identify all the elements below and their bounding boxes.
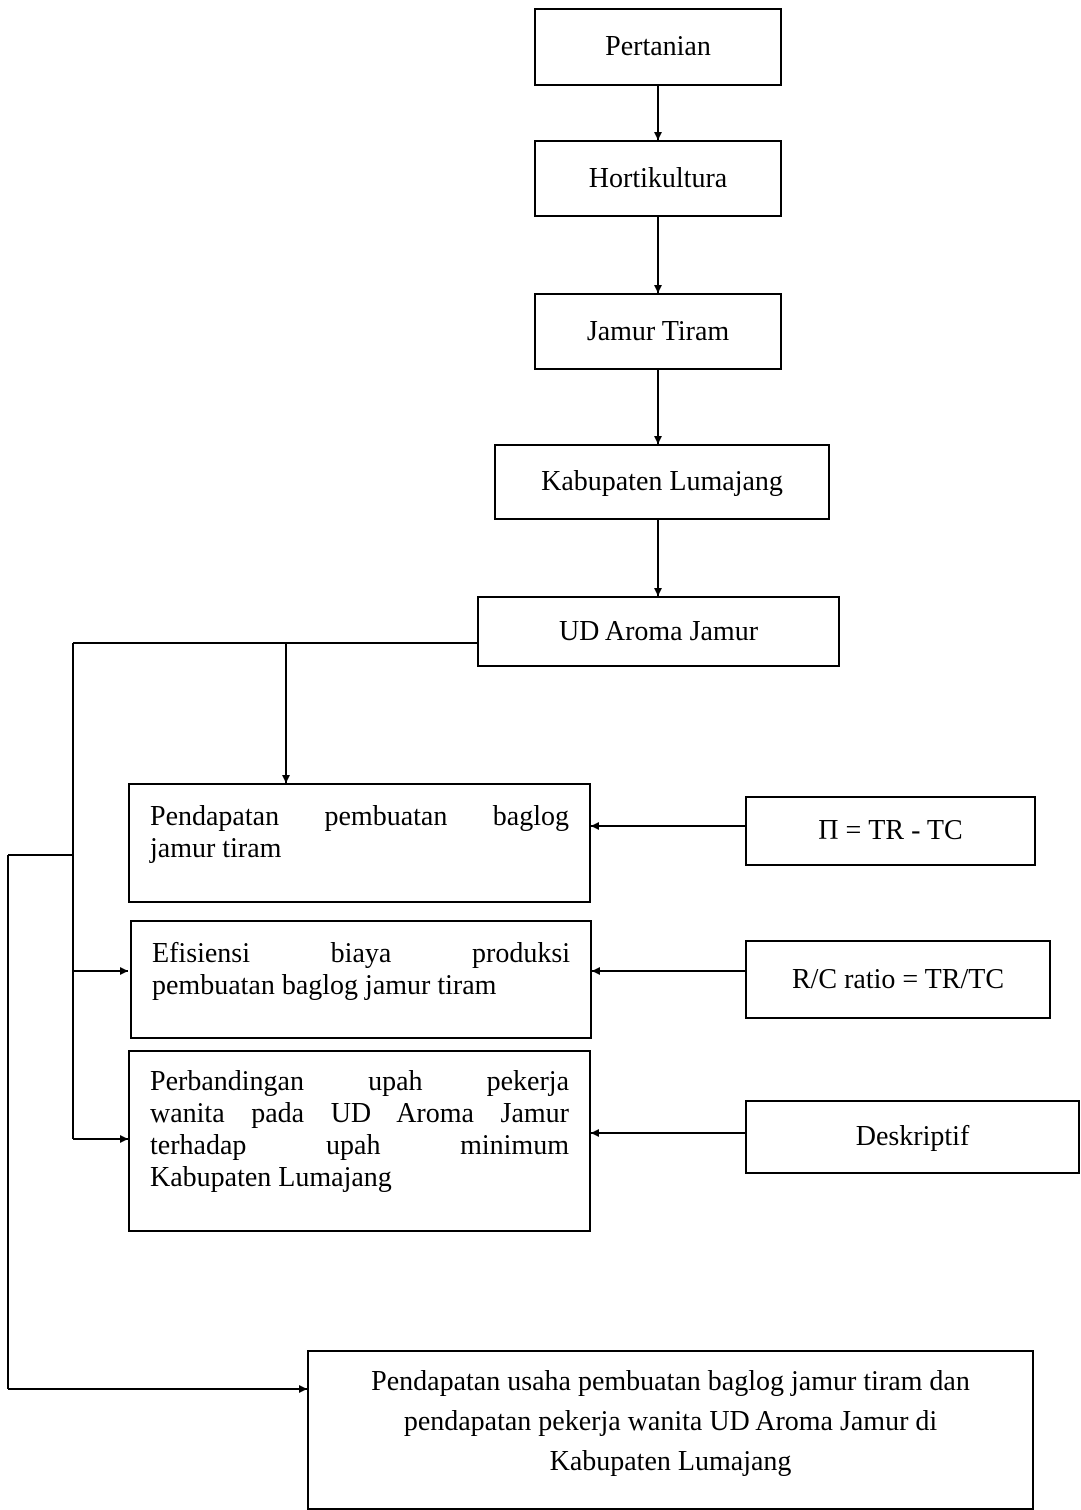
box-hortikultura: Hortikultura [534,140,782,217]
box-jamur-tiram: Jamur Tiram [534,293,782,370]
label-method-profit: Π = TR - TC [818,815,963,846]
box-perbandingan: Perbandingan upah pekerja wanita pada UD… [128,1050,591,1232]
pendapatan-line-2: jamur tiram [150,833,282,864]
box-kabupaten: Kabupaten Lumajang [494,444,830,520]
efisiensi-line-1: Efisiensi biaya produksi [152,938,570,969]
box-result: Pendapatan usaha pembuatan baglog jamur … [307,1350,1034,1510]
box-method-deskriptif: Deskriptif [745,1100,1080,1174]
label-method-rc-ratio: R/C ratio = TR/TC [791,963,1005,995]
box-pendapatan: Pendapatan pembuatan baglog jamur tiram [128,783,591,903]
perbandingan-line-2: wanita pada UD Aroma Jamur [150,1098,569,1129]
label-jamur-tiram: Jamur Tiram [586,315,730,347]
label-hortikultura: Hortikultura [588,162,728,194]
result-line-2: pendapatan pekerja wanita UD Aroma Jamur… [403,1406,938,1437]
label-method-deskriptif: Deskriptif [855,1121,970,1152]
result-line-1: Pendapatan usaha pembuatan baglog jamur … [371,1366,970,1397]
box-method-profit: Π = TR - TC [745,796,1036,866]
label-kabupaten: Kabupaten Lumajang [541,466,783,497]
label-ud: UD Aroma Jamur [558,615,759,647]
box-ud-aroma-jamur: UD Aroma Jamur [477,596,840,667]
box-method-rc-ratio: R/C ratio = TR/TC [745,940,1051,1019]
box-pertanian: Pertanian [534,8,782,86]
perbandingan-line-3: terhadap upah minimum [150,1130,569,1161]
perbandingan-line-1: Perbandingan upah pekerja [150,1066,569,1097]
label-pertanian: Pertanian [605,31,711,62]
perbandingan-line-4: Kabupaten Lumajang [150,1162,392,1193]
result-line-3: Kabupaten Lumajang [549,1446,792,1477]
pendapatan-line-1: Pendapatan pembuatan baglog [150,801,569,832]
efisiensi-line-2: pembuatan baglog jamur tiram [152,970,497,1001]
box-efisiensi: Efisiensi biaya produksi pembuatan baglo… [130,920,592,1039]
